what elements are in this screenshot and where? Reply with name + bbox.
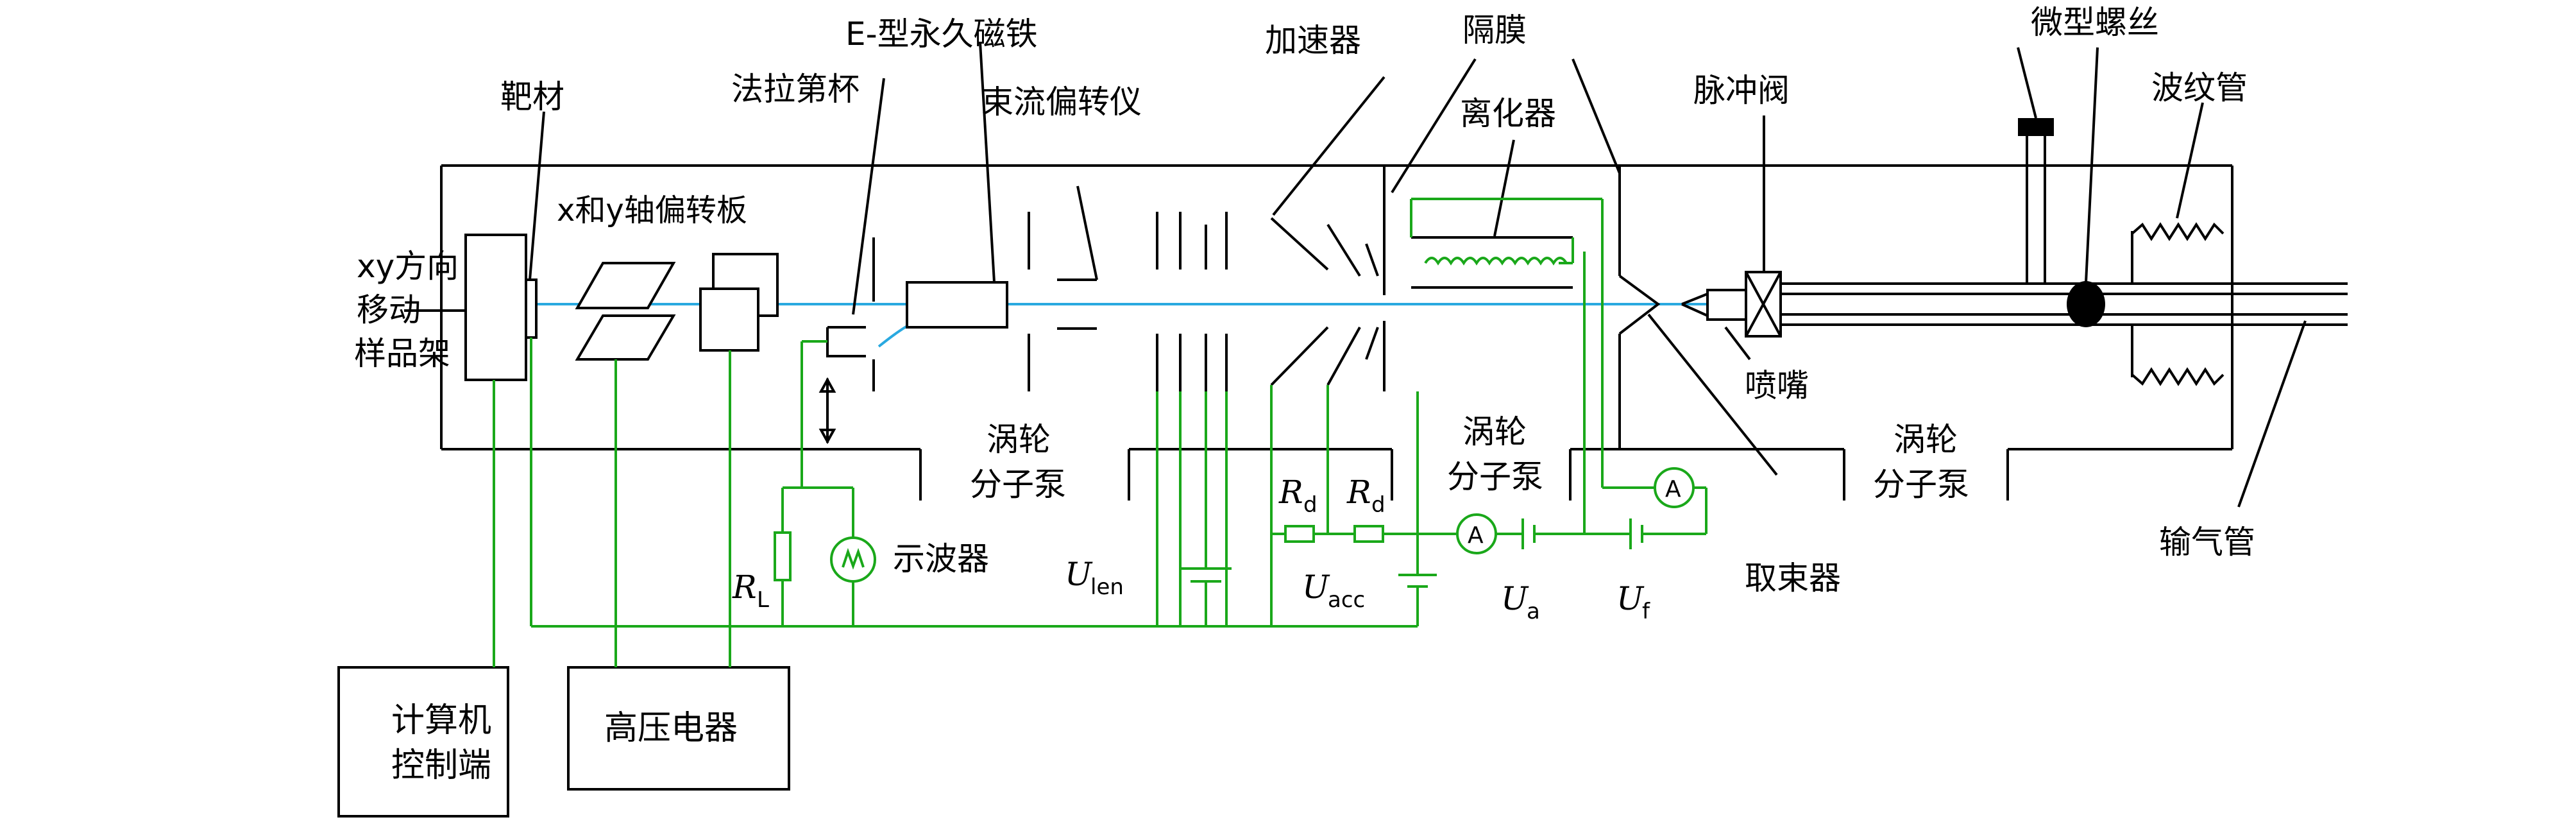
skimmer-leader	[1647, 313, 1778, 476]
label-u-a-sub: a	[1527, 599, 1540, 624]
label-micrometer: 微型螺丝	[2031, 4, 2159, 41]
label-accelerator: 加速器	[1265, 22, 1361, 59]
label-stage-b: 移动	[357, 291, 421, 329]
accelerator-electrodes	[1270, 217, 1385, 391]
nozzle	[1706, 289, 1747, 321]
label-r-d1-sub: d	[1303, 492, 1318, 518]
label-r-d2: R	[1346, 474, 1371, 511]
label-r-d1: R	[1278, 474, 1303, 511]
label-r-d2-sub: d	[1371, 492, 1385, 518]
gas-line-leader	[2237, 320, 2307, 508]
label-turbo3-a: 涡轮	[1894, 421, 1958, 458]
vacuum-chamber	[440, 164, 2233, 501]
label-turbo2-b: 分子泵	[1447, 458, 1543, 495]
micrometer-ball	[2067, 281, 2105, 327]
accelerator-leader	[1272, 76, 1385, 216]
target-plate	[525, 278, 538, 339]
labels: xy方向 移动 样品架 靶材 x和y轴偏转板 法拉第杯 E-型永久磁铁 束流偏转…	[354, 4, 2255, 785]
electrical-wiring	[493, 198, 1707, 667]
beam-deflector-leader	[1076, 185, 1098, 280]
skimmer-cone	[1618, 275, 1661, 335]
label-pulse-valve: 脉冲阀	[1693, 72, 1790, 109]
magnet-leader	[979, 42, 996, 283]
nozzle-leader	[1724, 326, 1751, 361]
ionizer	[1411, 236, 1573, 289]
label-ionizer: 离化器	[1460, 95, 1556, 132]
label-magnet: E-型永久磁铁	[845, 15, 1038, 53]
label-turbo2-a: 涡轮	[1462, 413, 1527, 450]
deflector-plate-x	[575, 262, 676, 309]
label-computer-b: 控制端	[391, 746, 491, 785]
label-r-load: R	[732, 569, 757, 606]
label-bellows: 波纹管	[2151, 69, 2248, 107]
gas-feed	[1781, 47, 2348, 327]
bellows	[2131, 102, 2224, 386]
label-u-len: U	[1065, 556, 1093, 593]
label-u-a: U	[1501, 580, 1529, 617]
resistor-load	[774, 531, 792, 581]
label-r-load-sub: L	[757, 587, 769, 613]
diaphragm-leader-1	[1391, 58, 1477, 194]
resistor-d1	[1284, 525, 1315, 543]
hv-relay-box	[567, 666, 790, 791]
label-u-acc: U	[1302, 569, 1330, 606]
label-computer-a: 计算机	[391, 701, 491, 740]
target-leader	[529, 111, 545, 280]
nozzle-tip	[1681, 293, 1708, 317]
deflector-plate-y	[575, 314, 676, 361]
faraday-cup	[826, 326, 866, 357]
label-nozzle: 喷嘴	[1745, 367, 1809, 404]
label-oscilloscope: 示波器	[893, 540, 989, 578]
label-turbo1-a: 涡轮	[987, 421, 1051, 458]
computer-control-box	[337, 666, 509, 818]
label-stage-a: xy方向	[357, 248, 459, 285]
diaphragm-leader-2	[1572, 58, 1621, 174]
label-ammeter-a: A	[1468, 522, 1484, 549]
micrometer-leader	[2085, 47, 2099, 283]
label-gas-line: 输气管	[2159, 524, 2255, 561]
label-turbo1-b: 分子泵	[970, 466, 1066, 503]
permanent-magnet	[906, 281, 1008, 329]
label-deflector-plates: x和y轴偏转板	[557, 193, 747, 228]
micrometer-knob	[2018, 118, 2054, 136]
label-u-f: U	[1616, 580, 1645, 617]
resistor-d2	[1353, 525, 1384, 543]
lens-stack	[1156, 212, 1228, 391]
faraday-move-arrow	[818, 377, 836, 445]
label-u-len-sub: len	[1090, 574, 1124, 600]
label-beam-deflector: 束流偏转仪	[981, 83, 1142, 121]
label-ammeter-f: A	[1665, 476, 1681, 502]
sample-holder	[464, 234, 527, 381]
label-u-f-sub: f	[1642, 599, 1650, 624]
label-skimmer: 取束器	[1745, 560, 1841, 597]
label-u-acc-sub: acc	[1328, 587, 1365, 613]
label-target: 靶材	[500, 78, 564, 116]
oscilloscope-symbol	[830, 536, 876, 583]
label-diaphragm: 隔膜	[1462, 12, 1527, 49]
ionizer-leader	[1493, 139, 1515, 237]
label-faraday-cup: 法拉第杯	[731, 71, 860, 108]
label-stage-c: 样品架	[354, 335, 450, 372]
label-turbo3-b: 分子泵	[1873, 466, 1969, 503]
faraday-leader	[852, 78, 885, 315]
lens-lower	[699, 287, 759, 352]
label-hv-relay: 高压电器	[604, 709, 738, 748]
